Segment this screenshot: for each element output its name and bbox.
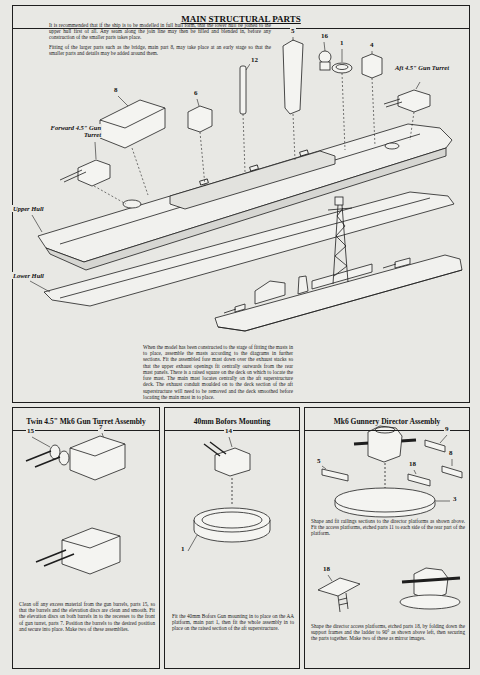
superstructure-parts-stroke	[320, 62, 330, 70]
panel-heading: Twin 4.5" Mk6 Gun Turret Assembly	[26, 417, 145, 426]
superstructure-parts-stroke	[100, 108, 165, 128]
director-drawing-stroke	[368, 426, 402, 462]
assembled-ship-stroke	[312, 264, 372, 289]
director-drawing-stroke	[335, 488, 435, 512]
superstructure-parts-stroke	[283, 40, 303, 114]
superstructure-parts-stroke	[60, 170, 86, 182]
callout-number: 14	[224, 428, 233, 436]
director-drawing-stroke	[375, 427, 395, 433]
assembled-ship-stroke	[298, 276, 308, 294]
callout-number: 5	[290, 28, 296, 36]
superstructure-parts-stroke	[100, 100, 165, 148]
callout-number: 18	[322, 566, 331, 574]
callout-number: 4	[369, 42, 375, 50]
turret-drawing	[26, 436, 125, 574]
callout-number: 9	[444, 426, 450, 434]
bofors-drawing-stroke	[202, 512, 262, 528]
superstructure-parts-stroke	[319, 51, 331, 63]
instruction-text: Shape the director access platforms, etc…	[311, 623, 465, 642]
callout-number: 6	[193, 90, 199, 98]
callout-number: 12	[250, 57, 259, 65]
assembled-ship	[215, 197, 462, 331]
superstructure-parts-stroke	[336, 65, 348, 70]
superstructure-parts-stroke	[398, 90, 430, 112]
part-name: Forward 4.5" Gun Turret	[46, 124, 102, 138]
turret-drawing-stroke	[36, 550, 74, 566]
instruction-text: Fit the 40mm Bofors Gun mounting in to p…	[172, 613, 294, 632]
director-drawing-stroke	[425, 440, 445, 452]
bofors-drawing	[194, 442, 270, 542]
upper-hull-stroke	[200, 179, 209, 185]
part-name: Upper Hull	[12, 205, 45, 212]
director-drawing-stroke	[318, 578, 360, 596]
turret-drawing-stroke	[26, 451, 60, 467]
assembled-ship-stroke	[383, 264, 396, 268]
director-drawing-stroke	[442, 466, 462, 478]
part-name: Aft 4.5" Gun Turret	[394, 64, 450, 71]
director-drawing-stroke	[400, 595, 460, 609]
superstructure-parts-stroke	[332, 63, 352, 73]
part-name: Lower Hull	[12, 272, 45, 279]
assembled-ship-stroke	[395, 258, 410, 268]
bofors-drawing-stroke	[194, 508, 270, 532]
instruction-text: Fitting of the larger parts such as the …	[49, 44, 271, 56]
callout-number: 8	[448, 450, 454, 458]
panel-box: 40mm Bofors MountingFit the 40mm Bofors …	[164, 407, 300, 669]
callout-number: 8	[113, 87, 119, 95]
instruction-text: Shape and fit railings sections to the d…	[311, 518, 465, 537]
assembled-ship-stroke	[334, 208, 347, 276]
assembled-ship-stroke	[328, 205, 352, 284]
superstructure-parts-stroke	[240, 66, 246, 114]
instruction-text: It is recommended that if the ship is to…	[49, 22, 271, 41]
callout-number: 18	[408, 461, 417, 469]
callout-number: 15	[26, 428, 35, 436]
superstructure-parts-stroke	[170, 151, 335, 209]
fitting-guide	[94, 73, 414, 204]
panel-box: Mk6 Gunnery Director AssemblyShape and f…	[304, 407, 470, 669]
turret-drawing-stroke	[59, 451, 69, 465]
bofors-drawing-stroke	[204, 442, 226, 456]
callout-number: 7	[98, 424, 104, 432]
turret-drawing-stroke	[70, 444, 125, 456]
bofors-drawing-stroke	[232, 478, 233, 506]
director-drawing-stroke	[402, 578, 460, 582]
director-drawing-stroke	[408, 474, 430, 486]
panel-box: Twin 4.5" Mk6 Gun Turret AssemblyClean o…	[12, 407, 160, 669]
leader-line-stroke	[30, 37, 420, 292]
panel-heading: Mk6 Gunnery Director Assembly	[334, 417, 441, 426]
instruction-text: Clean off any excess material from the g…	[19, 601, 155, 632]
superstructure-parts-stroke	[188, 106, 212, 132]
superstructure-parts	[60, 40, 430, 209]
superstructure-parts-stroke	[78, 160, 110, 186]
callout-number: 1	[180, 546, 186, 554]
fitting-guide-stroke	[94, 73, 414, 204]
turret-drawing-stroke	[62, 528, 120, 574]
assembled-ship-stroke	[235, 304, 245, 312]
upper-hull-stroke	[385, 143, 399, 149]
assembled-ship-stroke	[215, 255, 462, 331]
turret-drawing-stroke	[70, 436, 125, 480]
callout-number: 1	[339, 40, 345, 48]
callout-number: 3	[452, 496, 458, 504]
panel-heading: 40mm Bofors Mounting	[194, 417, 271, 426]
leader-line	[30, 37, 452, 581]
assembled-ship-stroke	[335, 197, 343, 205]
assembled-ship-stroke	[255, 281, 285, 304]
callout-number: 5	[316, 458, 322, 466]
turret-drawing-stroke	[62, 536, 120, 548]
instruction-text: When the model has been constructed to t…	[143, 344, 293, 400]
director-drawing-stroke	[322, 469, 348, 481]
callout-number: 16	[320, 33, 329, 41]
bofors-drawing-stroke	[215, 448, 250, 476]
superstructure-parts-stroke	[362, 54, 382, 78]
director-drawing-stroke	[338, 593, 348, 612]
superstructure-parts-stroke	[384, 99, 402, 107]
assembled-ship-stroke	[224, 309, 236, 313]
